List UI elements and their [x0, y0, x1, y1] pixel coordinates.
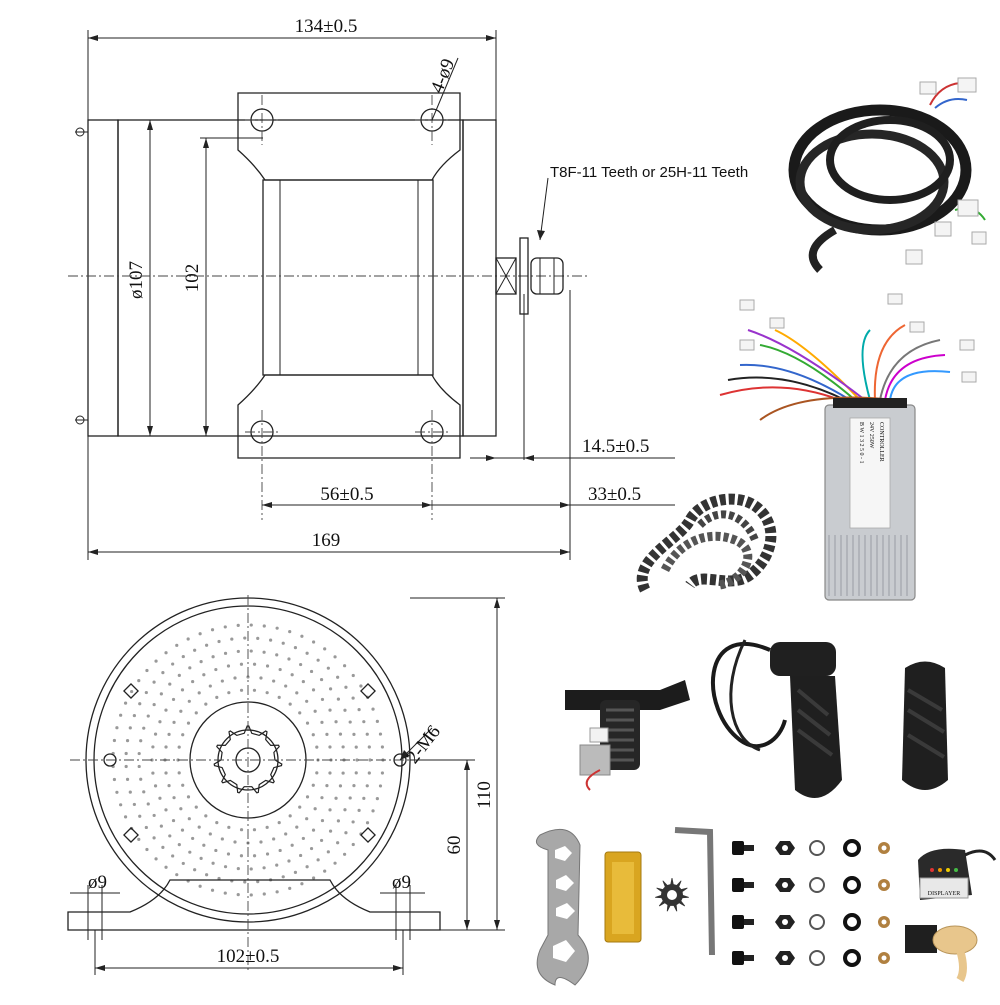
controller-image: B W 1 3 2 5 0 - 1 24V 250W CONTROLLER — [719, 293, 977, 601]
battery-display-image: DISPLAYER — [918, 848, 997, 900]
controller-label-line-1: B W 1 3 2 5 0 - 1 — [858, 422, 864, 463]
dim-overall-length: 169 — [312, 530, 341, 551]
wrench-image — [535, 828, 589, 986]
dim-shaft: 14.5±0.5 — [582, 436, 649, 457]
hex-key-image — [674, 827, 715, 956]
controller-label-line-2: 24V 250W — [868, 422, 874, 449]
handle-grip-image — [902, 661, 948, 790]
sprocket-note: T8F-11 Teeth or 25H-11 Teeth — [550, 164, 748, 181]
brake-lever-image — [565, 680, 690, 791]
motor-front-view: 2-M6 110 60 ø9 ø9 102±0.5 — [67, 595, 505, 975]
controller-label: B W 1 3 2 5 0 - 1 24V 250W CONTROLLER — [858, 422, 884, 463]
perforation-dots — [111, 623, 385, 897]
key-switch-image — [905, 925, 978, 983]
display-label: DISPLAYER — [928, 891, 960, 897]
small-sprocket-image — [655, 878, 689, 912]
dim-offset: 33±0.5 — [588, 484, 641, 505]
motor-side-view: 134±0.5 4-ø9 ø107 — [68, 16, 748, 560]
dim-diameter: ø107 — [126, 261, 147, 299]
controller-label-line-3: CONTROLLER — [878, 422, 884, 462]
dim-hole-spacing: 56±0.5 — [320, 484, 373, 505]
screws-nuts-image — [732, 839, 890, 967]
chain-image — [636, 493, 777, 593]
dim-front-height: 110 — [474, 781, 495, 809]
throttle-grip-image — [711, 639, 842, 798]
front-sprocket-icon — [213, 725, 283, 794]
dim-base-width: 102±0.5 — [217, 946, 280, 967]
dim-center-height: 60 — [444, 836, 465, 855]
dim-height: 102 — [182, 264, 203, 293]
wiring-harness-image — [788, 77, 987, 273]
dim-left-slot: ø9 — [88, 872, 107, 893]
dim-right-slot: ø9 — [392, 872, 411, 893]
reflector-image — [604, 851, 642, 943]
dim-total-width: 134±0.5 — [295, 16, 358, 37]
dim-holes: 4-ø9 — [427, 56, 460, 96]
